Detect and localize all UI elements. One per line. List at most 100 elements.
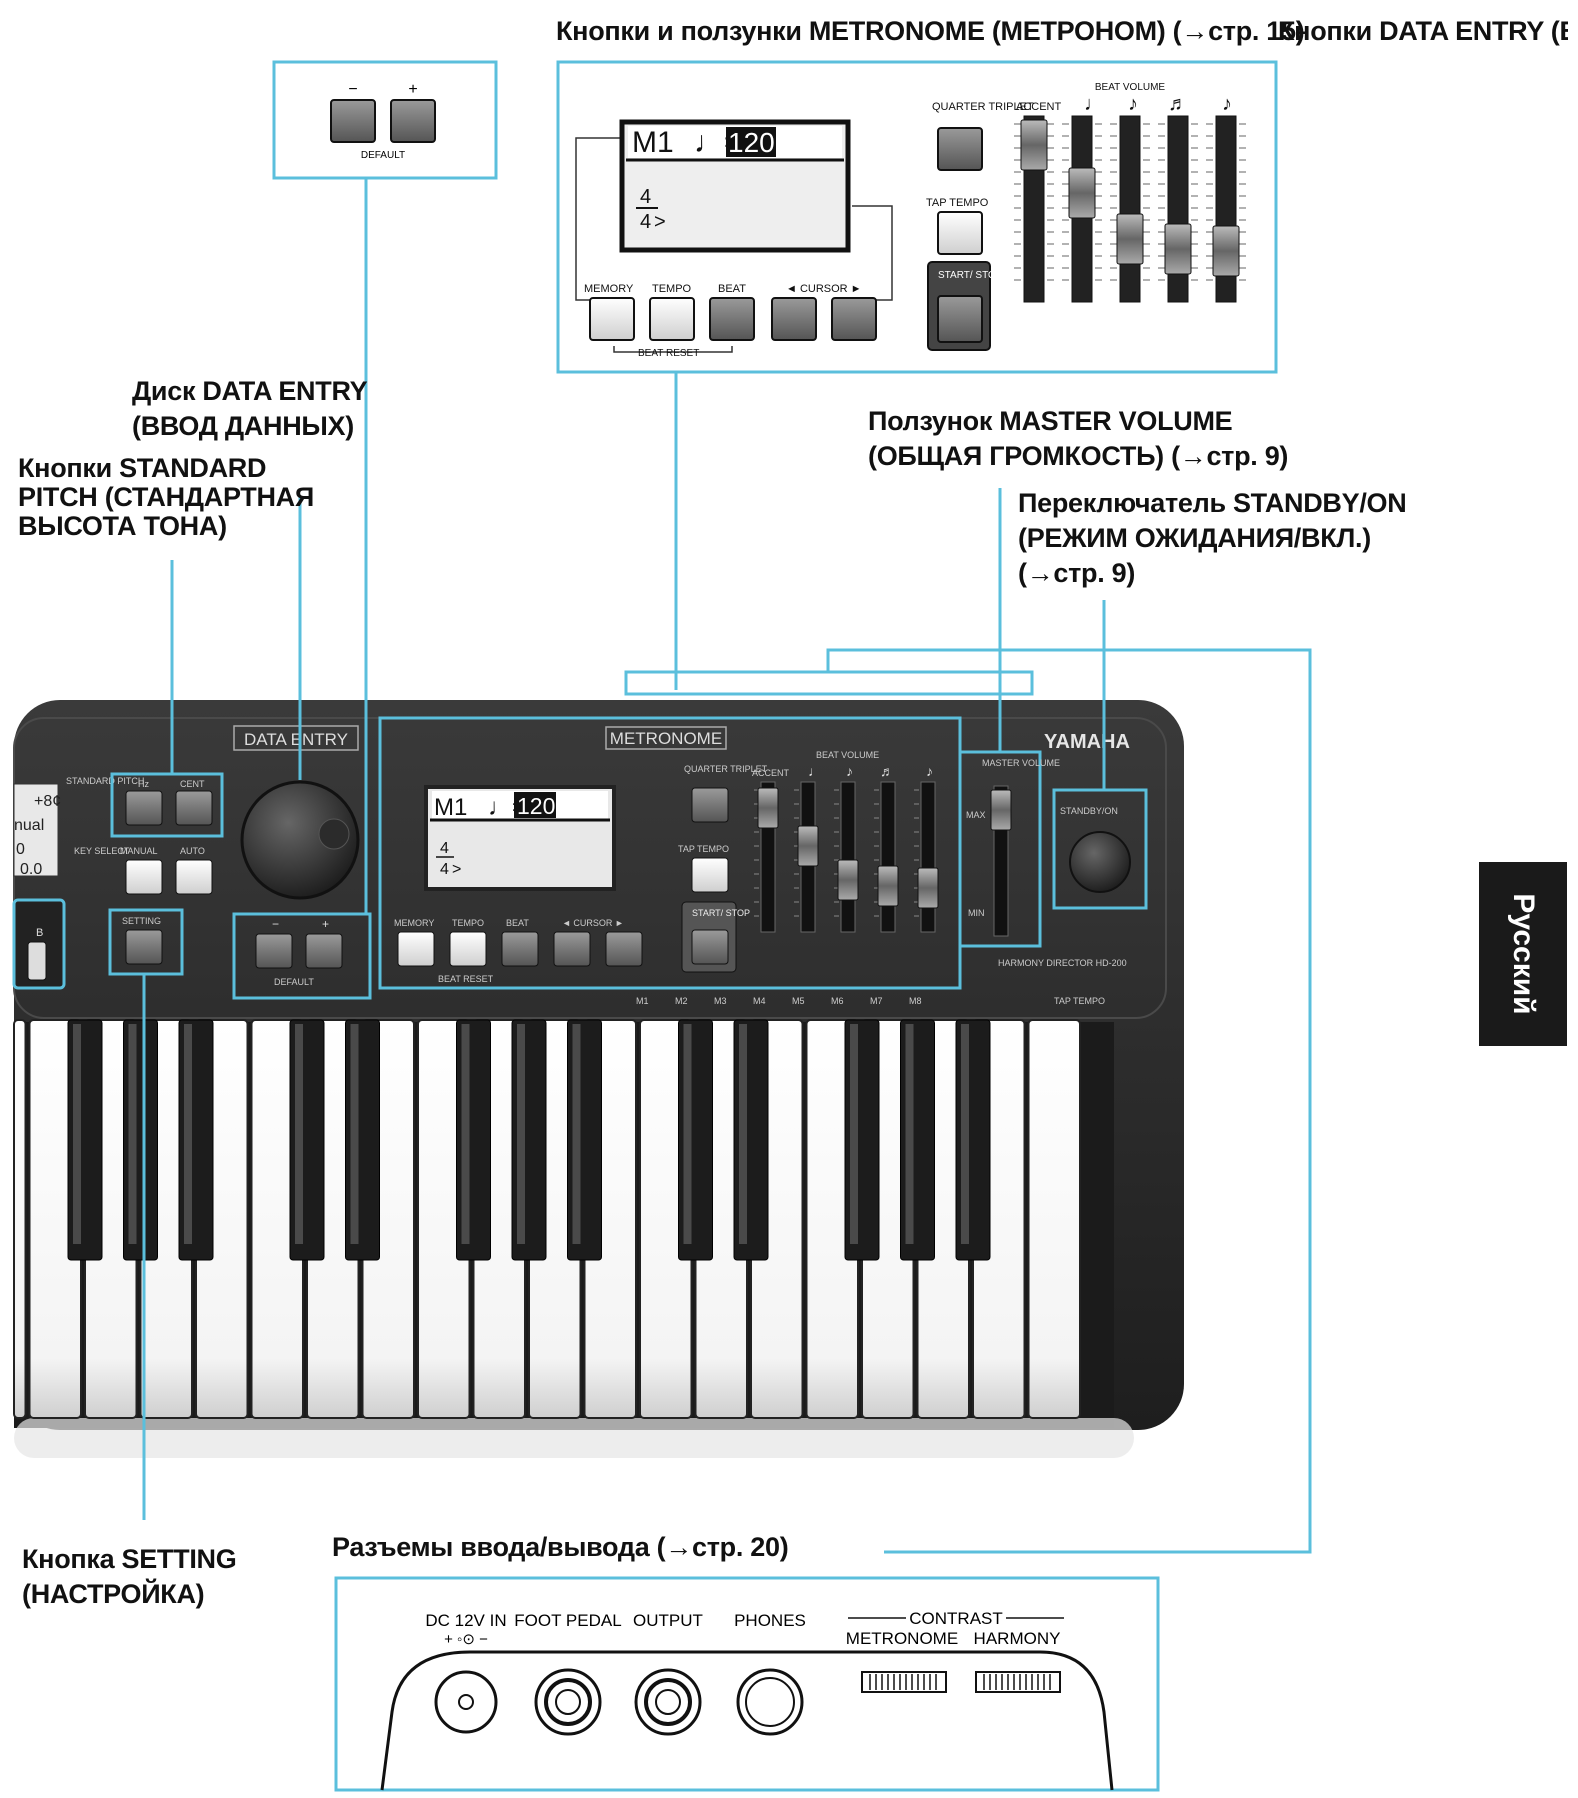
inset-triplet-note-icon: ♬: [1168, 93, 1188, 115]
start-stop-label: START/ STOP: [692, 908, 750, 918]
inset-beat-volume-label: BEAT VOLUME: [1095, 82, 1166, 93]
inset-beat-button: [709, 297, 755, 341]
keyboard-keys: [13, 1019, 1081, 1419]
cursor-right-button: [605, 931, 643, 967]
lcd-tempo-highlight: [514, 792, 556, 818]
standby-callout: [1052, 788, 1148, 910]
plus-button: [305, 933, 343, 969]
manual-label: MANUAL: [120, 846, 158, 856]
black-key-highlight: [905, 1024, 914, 1244]
cent-button: [175, 790, 213, 826]
black-key-highlight: [572, 1024, 581, 1244]
inset-bracket-left: [575, 137, 620, 301]
quarter-note-icon: ♩: [808, 763, 822, 779]
beat-button: [501, 931, 539, 967]
memory-slot-label: M4: [753, 996, 766, 1006]
inset-tap-tempo-label: TAP TEMPO: [926, 197, 989, 209]
left-panel-partial: +8¢ nual 0 0.0 B: [12, 783, 66, 990]
min-label: MIN: [968, 908, 985, 918]
default-callout: [232, 912, 372, 1000]
black-key-highlight: [73, 1024, 81, 1244]
phones-jack-ring: [745, 1677, 795, 1727]
master-volume-label: MASTER VOLUME: [982, 758, 1060, 768]
caption-setting: Кнопка SETTING (НАСТРОЙКА): [22, 1544, 237, 1609]
inset-beat-volume-sliders: [1014, 115, 1246, 303]
accent-label: ACCENT: [752, 768, 790, 778]
beat-volume-thumb: [837, 859, 859, 901]
contrast-wheels: [861, 1671, 1061, 1693]
black-key-highlight: [184, 1024, 192, 1244]
language-tab: Русский: [1479, 862, 1567, 1046]
data-entry-frame: [233, 725, 359, 751]
caption-metronome: Кнопки и ползунки METRONOME (МЕТРОНОМ) (…: [556, 16, 1305, 46]
cursor-left-button: [553, 931, 591, 967]
memory-slot-label: M5: [792, 996, 805, 1006]
beat-volume-thumb: [917, 867, 939, 909]
memory-slot-label: M8: [909, 996, 922, 1006]
inset-lcd-accent-mark: >: [654, 211, 666, 233]
standard-pitch-section: STANDARD PITCH Hz CENT KEY SELECT MANUAL…: [66, 772, 224, 976]
floor-shadow: [14, 1418, 1134, 1458]
contrast-harmony-label: HARMONY: [974, 1629, 1061, 1648]
inset-lcd-sig-bottom: 4: [640, 211, 651, 233]
inset-minus-label: −: [348, 81, 357, 98]
output-label: OUTPUT: [633, 1611, 703, 1630]
inset-eighth-note-icon: ♪: [1128, 93, 1138, 115]
default-label: DEFAULT: [274, 977, 314, 987]
standard-pitch-label: STANDARD PITCH: [66, 776, 144, 786]
plus-label: +: [322, 917, 329, 931]
sixteenth-note-icon: ♪: [926, 763, 933, 779]
caption-master-volume: Ползунок MASTER VOLUME (ОБЩАЯ ГРОМКОСТЬ)…: [868, 406, 1289, 471]
top-edge-bracket: [624, 670, 1034, 696]
inset-minus-button: [330, 99, 376, 143]
minus-label: −: [272, 917, 279, 931]
tempo-label: TEMPO: [452, 918, 484, 928]
lcd-tempo: 120: [517, 793, 555, 819]
black-key-highlight: [850, 1024, 858, 1244]
caption-standby: Переключатель STANDBY/ON (РЕЖИМ ОЖИДАНИЯ…: [1018, 488, 1407, 588]
left-lcd-line: 0.0: [20, 861, 42, 878]
lcd-sig-top: 4: [440, 840, 449, 857]
inset-default-label: DEFAULT: [361, 150, 405, 161]
inset-lcd-sig-top: 4: [640, 186, 651, 208]
inset-memory-label: MEMORY: [584, 283, 634, 295]
inset-quarter-triplet-button: [937, 127, 983, 171]
output-jack-ring: [644, 1678, 692, 1726]
metronome-label: METRONOME: [610, 729, 722, 748]
white-key: [1027, 1019, 1081, 1419]
cursor-label: ◄ CURSOR ►: [562, 918, 624, 928]
inset-cursor-left-button: [771, 297, 817, 341]
beat-reset-label: BEAT RESET: [438, 974, 494, 984]
yamaha-logo: YAMAHA: [1044, 731, 1130, 753]
memory-slot-label: M7: [870, 996, 883, 1006]
inset-beat-label: BEAT: [718, 283, 746, 295]
memory-slot-label: M6: [831, 996, 844, 1006]
inset-lcd-memory: M1: [632, 126, 674, 159]
black-key-highlight: [739, 1024, 747, 1244]
foot-pedal-label: FOOT PEDAL: [514, 1611, 621, 1630]
contrast-metronome-label: METRONOME: [846, 1629, 958, 1648]
beat-volume-sliders: [754, 781, 939, 933]
auto-label: AUTO: [180, 846, 205, 856]
quarter-triplet-label: QUARTER TRIPLET: [684, 764, 768, 774]
eighth-note-icon: ♪: [846, 763, 853, 779]
inset-beat-volume-thumb: [1212, 225, 1240, 277]
setting-label: SETTING: [122, 916, 161, 926]
minus-button: [255, 933, 293, 969]
cent-label: CENT: [180, 779, 205, 789]
hz-button: [125, 790, 163, 826]
inset-beat-volume-thumb: [1116, 213, 1144, 265]
b-label: B: [36, 927, 43, 939]
caption-data-entry-buttons: Кнопки DATA ENTRY (В: [1278, 16, 1568, 46]
beat-volume-thumb: [877, 865, 899, 907]
harmony-contrast-wheel: [975, 1671, 1061, 1693]
inset-beat-reset-label: BEAT RESET: [638, 348, 699, 359]
tap-tempo-small-label: TAP TEMPO: [1054, 996, 1105, 1006]
standard-pitch-callout: [110, 772, 224, 838]
beat-volume-label: BEAT VOLUME: [816, 750, 879, 760]
inset-quarter-triplet-label: QUARTER TRIPLET: [932, 101, 1034, 113]
beat-volume-track: [840, 781, 856, 933]
caption-standard-pitch: Кнопки STANDARD PITCH (СТАНДАРТНАЯ ВЫСОТ…: [18, 453, 314, 541]
default-inset-frame: [272, 60, 498, 180]
